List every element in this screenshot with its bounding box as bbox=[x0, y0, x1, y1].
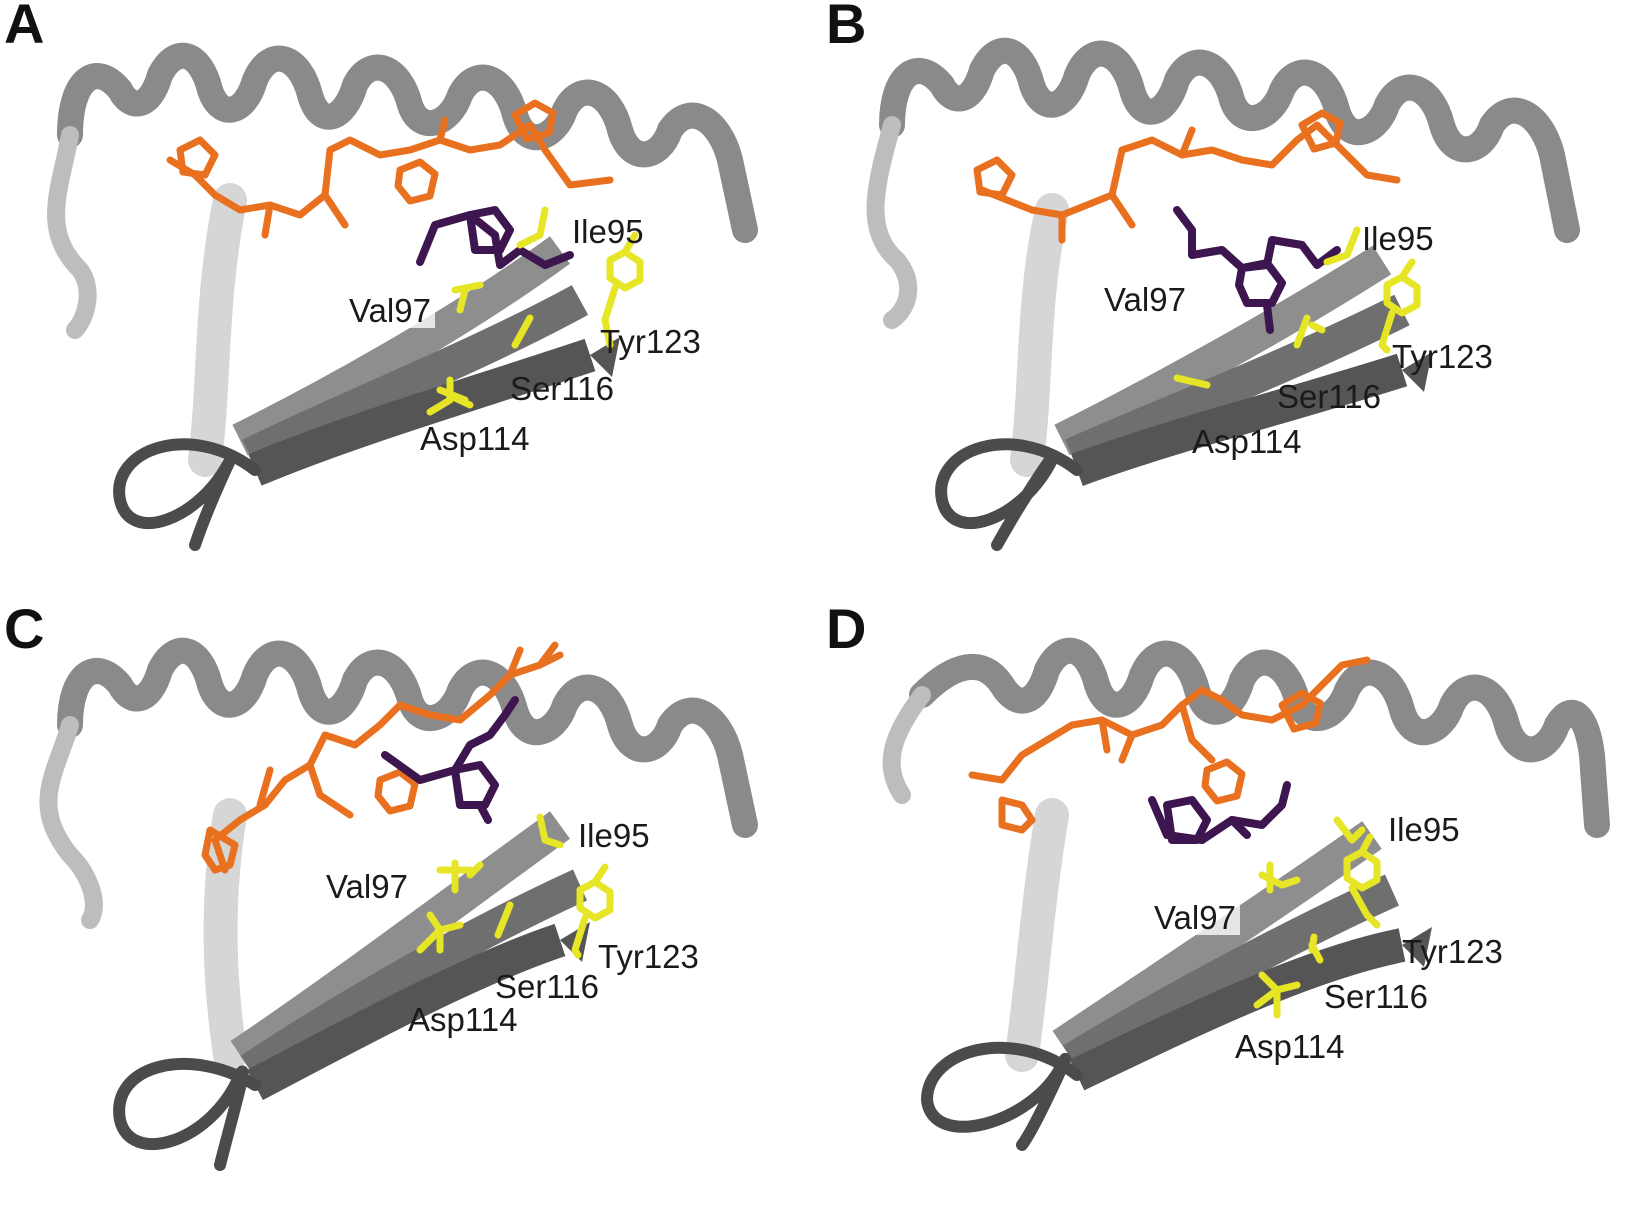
label-tyr123: Tyr123 bbox=[1402, 933, 1503, 970]
label-tyr123: Tyr123 bbox=[600, 323, 701, 360]
label-asp114: Asp114 bbox=[1192, 423, 1302, 460]
label-ser116: Ser116 bbox=[510, 370, 614, 407]
structure-render-c bbox=[39, 637, 758, 1171]
label-ile95: Ile95 bbox=[578, 817, 650, 854]
label-ser116: Ser116 bbox=[495, 968, 599, 1005]
label-ile95: Ile95 bbox=[1388, 811, 1460, 848]
label-val97: Val97 bbox=[1100, 282, 1190, 317]
panel-letter: B bbox=[826, 0, 867, 55]
label-tyr123: Tyr123 bbox=[598, 938, 699, 975]
panel-letter: C bbox=[4, 605, 45, 660]
label-ser116: Ser116 bbox=[1324, 978, 1428, 1015]
label-ile95: Ile95 bbox=[572, 213, 644, 250]
structure-render-d bbox=[882, 637, 1610, 1151]
structure-render-b bbox=[866, 37, 1580, 551]
panel-d: D Ile95 Val97 Tyr123 Ser116 Asp114 bbox=[822, 605, 1644, 1210]
panel-b: B Ile95 Val97 Tyr123 Ser116 Asp114 bbox=[822, 0, 1644, 605]
label-ile95: Ile95 bbox=[1362, 220, 1434, 257]
label-val97: Val97 bbox=[322, 869, 412, 904]
panel-a: A Ile95 Val97 Tyr123 Ser116 Asp114 bbox=[0, 0, 822, 605]
label-asp114: Asp114 bbox=[1235, 1028, 1345, 1065]
panel-c: C Ile95 Val97 Tyr123 Ser116 Asp114 bbox=[0, 605, 822, 1210]
label-ser116: Ser116 bbox=[1277, 378, 1381, 415]
label-val97: Val97 bbox=[1150, 900, 1240, 935]
label-val97: Val97 bbox=[345, 293, 435, 328]
panel-letter: A bbox=[4, 0, 45, 55]
structure-render-a bbox=[47, 42, 758, 551]
label-tyr123: Tyr123 bbox=[1392, 338, 1493, 375]
panel-letter: D bbox=[826, 605, 867, 660]
label-asp114: Asp114 bbox=[420, 420, 530, 457]
label-asp114: Asp114 bbox=[408, 1001, 518, 1038]
